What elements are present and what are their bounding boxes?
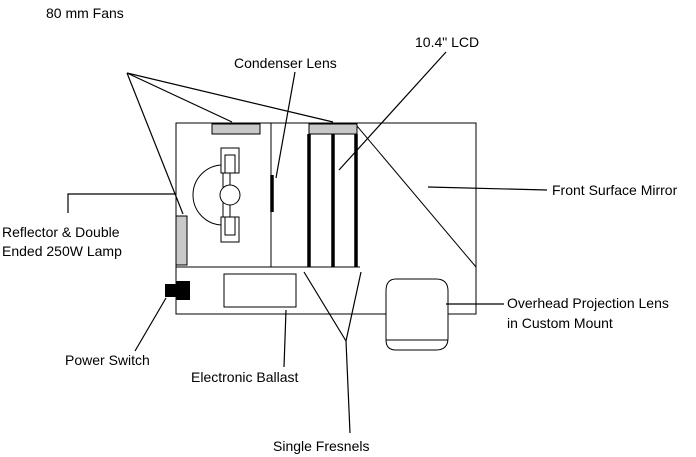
- label-reflector-line2: Ended 250W Lamp: [2, 243, 122, 259]
- fan-top-right: [308, 123, 358, 135]
- label-front-surface-mirror: Front Surface Mirror: [552, 182, 678, 198]
- leader-lines: [67, 51, 548, 434]
- electronic-ballast: [223, 273, 297, 308]
- fan-side: [175, 215, 188, 266]
- reflector-icon: [192, 164, 224, 226]
- power-switch-body: [176, 281, 190, 300]
- label-lcd: 10.4" LCD: [415, 34, 479, 50]
- overhead-projection-lens: [385, 278, 449, 351]
- fan-top-left: [211, 123, 261, 135]
- label-overhead-lens-line2: in Custom Mount: [507, 315, 613, 331]
- label-fans: 80 mm Fans: [46, 5, 124, 21]
- power-switch-icon: [165, 284, 176, 297]
- label-power-switch: Power Switch: [65, 352, 150, 368]
- label-reflector-line1: Reflector & Double: [2, 224, 120, 240]
- lamp-bulb-icon: [219, 184, 241, 206]
- label-overhead-lens-line1: Overhead Projection Lens: [507, 295, 669, 311]
- label-single-fresnels: Single Fresnels: [273, 438, 370, 454]
- front-surface-mirror: [356, 125, 477, 268]
- label-condenser-lens: Condenser Lens: [234, 55, 337, 71]
- label-electronic-ballast: Electronic Ballast: [191, 369, 298, 385]
- lamp-assembly: [192, 147, 241, 243]
